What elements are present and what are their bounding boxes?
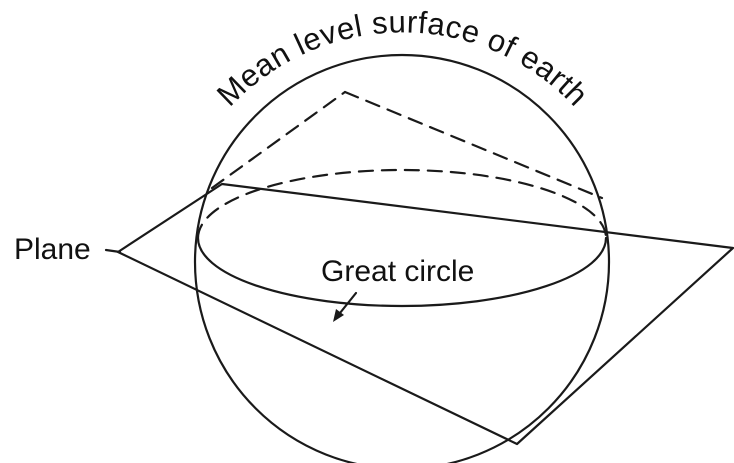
great-circle-front <box>196 236 608 308</box>
plane-hidden-edge-left <box>210 90 347 190</box>
plane-label: Plane <box>14 233 91 266</box>
plane-outline <box>116 182 734 446</box>
great-circle-label: Great circle <box>321 255 474 288</box>
sphere-outline <box>193 53 611 463</box>
great-circle-arrowhead <box>333 309 344 322</box>
surface-label-text: Mean level surface of earth <box>210 4 595 113</box>
surface-label: Mean level surface of earth <box>210 4 595 113</box>
plane-leader-line <box>104 248 122 254</box>
great-circle-back-dashed <box>196 168 608 240</box>
plane-hidden-edge-right <box>343 90 604 200</box>
